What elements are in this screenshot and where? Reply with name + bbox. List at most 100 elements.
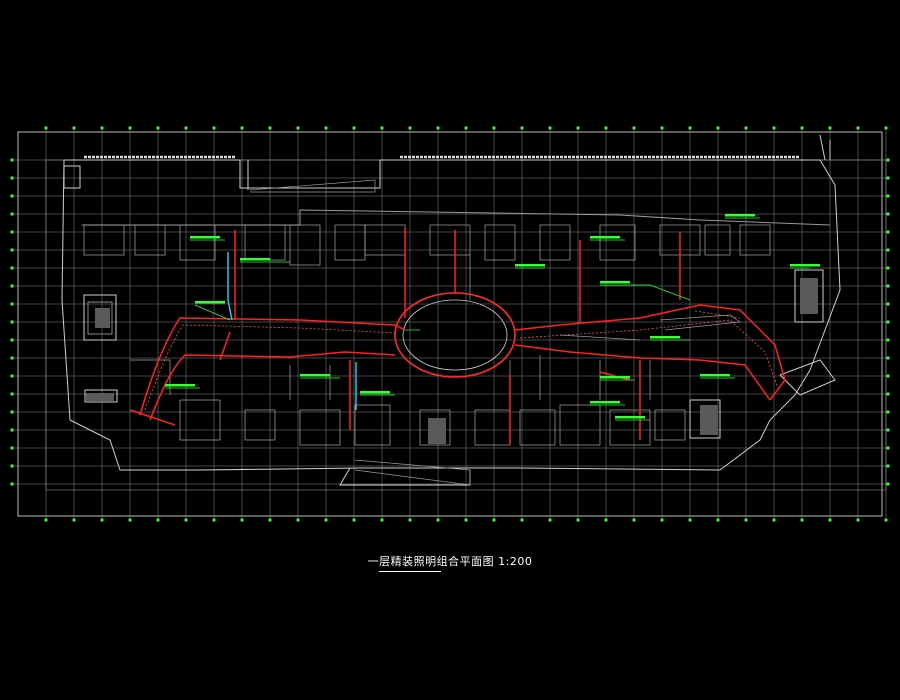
- axis-marker: [240, 126, 244, 130]
- circuit-dashes: [144, 310, 779, 411]
- axis-marker: [156, 126, 160, 130]
- axis-marker: [10, 482, 14, 486]
- drawing-frame: [17, 131, 883, 517]
- axis-marker: [716, 126, 720, 130]
- axis-marker: [772, 518, 776, 522]
- axis-marker: [886, 302, 890, 306]
- axis-marker: [688, 518, 692, 522]
- axis-marker: [886, 356, 890, 360]
- ramps: [249, 179, 741, 486]
- circuit-label-mark: [165, 384, 195, 387]
- circuit-label-mark: [650, 336, 680, 339]
- axis-marker: [380, 518, 384, 522]
- axis-marker: [10, 356, 14, 360]
- axis-marker: [856, 126, 860, 130]
- axis-marker: [886, 392, 890, 396]
- annotation-tags: [165, 214, 820, 419]
- axis-marker: [632, 518, 636, 522]
- axis-marker: [436, 126, 440, 130]
- axis-marker: [156, 518, 160, 522]
- axis-marker: [632, 126, 636, 130]
- axis-marker: [884, 518, 888, 522]
- circuit-label-mark: [590, 236, 620, 239]
- axis-marker: [10, 428, 14, 432]
- axis-marker: [492, 126, 496, 130]
- core-blocks: [86, 278, 818, 444]
- axis-marker: [464, 126, 468, 130]
- axis-marker: [548, 126, 552, 130]
- axis-marker: [800, 126, 804, 130]
- axis-marker: [492, 518, 496, 522]
- axis-marker: [380, 126, 384, 130]
- axis-marker: [548, 518, 552, 522]
- drawing-title-text: 一层精装照明组合平面图 1:200: [367, 555, 533, 568]
- axis-marker: [10, 266, 14, 270]
- feeder-lines: [227, 252, 357, 410]
- axis-marker: [886, 320, 890, 324]
- axis-marker: [184, 518, 188, 522]
- axis-marker: [660, 126, 664, 130]
- axis-marker: [886, 428, 890, 432]
- axis-marker: [886, 482, 890, 486]
- axis-marker: [44, 126, 48, 130]
- axis-marker: [10, 302, 14, 306]
- circuit-annotations: [165, 217, 810, 421]
- circuit-label-mark: [600, 376, 630, 379]
- axis-marker: [184, 126, 188, 130]
- axis-marker: [100, 518, 104, 522]
- axis-marker: [884, 126, 888, 130]
- axis-marker: [10, 374, 14, 378]
- axis-marker: [856, 518, 860, 522]
- axis-marker: [10, 176, 14, 180]
- circuit-label-mark: [590, 401, 620, 404]
- axis-marker: [576, 518, 580, 522]
- atrium: [394, 292, 516, 378]
- axis-marker: [352, 126, 356, 130]
- axis-marker: [296, 126, 300, 130]
- axis-marker: [10, 392, 14, 396]
- drawing-title: 一层精装照明组合平面图 1:200: [0, 553, 900, 572]
- circuit-label-mark: [190, 236, 220, 239]
- circuit-label-mark: [360, 391, 390, 394]
- axis-marker: [10, 248, 14, 252]
- axis-marker: [240, 518, 244, 522]
- axis-marker: [716, 518, 720, 522]
- axis-marker: [100, 126, 104, 130]
- axis-marker: [128, 518, 132, 522]
- axis-marker: [10, 464, 14, 468]
- axis-marker: [464, 518, 468, 522]
- axis-marker: [828, 126, 832, 130]
- axis-marker: [212, 518, 216, 522]
- axis-marker: [886, 284, 890, 288]
- axis-marker: [10, 446, 14, 450]
- circuit-label-mark: [615, 416, 645, 419]
- circuit-label-mark: [515, 264, 545, 267]
- axis-marker: [886, 248, 890, 252]
- axis-marker: [128, 126, 132, 130]
- axis-marker: [886, 374, 890, 378]
- axis-marker: [44, 518, 48, 522]
- axis-marker: [828, 518, 832, 522]
- axis-marker: [10, 338, 14, 342]
- axis-marker: [268, 518, 272, 522]
- circuit-label-mark: [600, 281, 630, 284]
- axis-marker: [268, 126, 272, 130]
- axis-marker: [886, 266, 890, 270]
- axis-marker: [886, 464, 890, 468]
- axis-marker: [10, 194, 14, 198]
- axis-marker: [520, 126, 524, 130]
- title-underline: [379, 571, 441, 572]
- axis-marker: [10, 410, 14, 414]
- axis-marker: [212, 126, 216, 130]
- axis-marker: [772, 126, 776, 130]
- axis-marker: [324, 518, 328, 522]
- axis-marker: [886, 410, 890, 414]
- axis-marker: [886, 212, 890, 216]
- circuit-label-mark: [790, 264, 820, 267]
- axis-marker: [886, 158, 890, 162]
- axis-marker: [886, 194, 890, 198]
- axis-marker: [800, 518, 804, 522]
- axis-marker: [604, 126, 608, 130]
- axis-marker: [886, 338, 890, 342]
